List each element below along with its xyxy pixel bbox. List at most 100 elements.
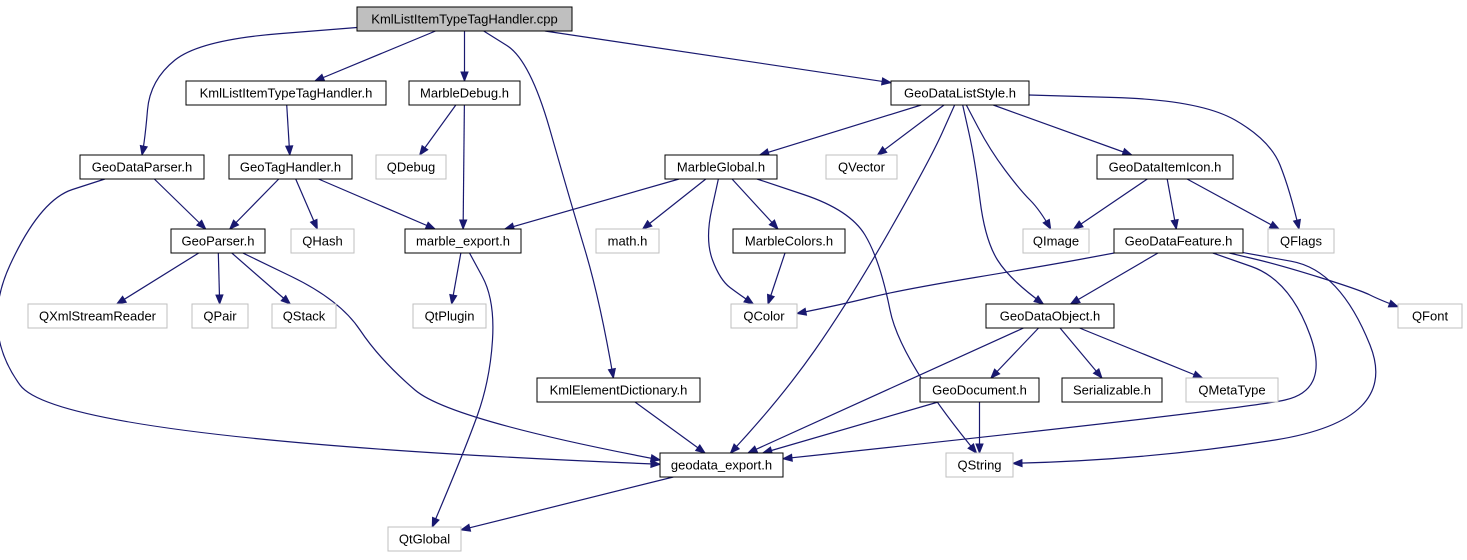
- edge-gdoc-to-gexp: [761, 401, 939, 455]
- edge-arrowhead: [607, 367, 616, 380]
- node-qdebug[interactable]: QDebug: [375, 154, 447, 180]
- node-box: [185, 80, 387, 106]
- edge-arrowhead: [1092, 368, 1103, 380]
- edge-line: [634, 401, 706, 454]
- edge-gdls-to-qvector: [876, 104, 945, 156]
- edge-arrowhead: [458, 219, 468, 231]
- edge-arrowhead: [649, 454, 662, 463]
- node-qflags[interactable]: QFlags: [1267, 228, 1335, 254]
- edge-arrowhead: [766, 293, 776, 306]
- edge-line: [141, 26, 358, 156]
- edge-line: [782, 252, 1317, 460]
- node-gdii[interactable]: GeoDataItemIcon.h: [1096, 154, 1234, 180]
- node-math[interactable]: math.h: [595, 228, 660, 254]
- edge-arrowhead: [418, 144, 429, 157]
- edge-line: [642, 178, 707, 230]
- node-box: [404, 228, 522, 254]
- edge-line: [0, 178, 661, 465]
- edge-gdii-to-gdf: [1166, 178, 1179, 231]
- node-qxml[interactable]: QXmlStreamReader: [27, 303, 168, 329]
- edge-gparser-to-qstack: [231, 252, 292, 305]
- edge-line: [731, 178, 779, 230]
- edge-line: [962, 104, 1044, 305]
- node-qimage[interactable]: QImage: [1022, 228, 1090, 254]
- node-qmeta[interactable]: QMetaType: [1185, 377, 1279, 403]
- edge-arrowhead: [781, 453, 793, 462]
- node-box: [191, 303, 249, 329]
- edge-gth-to-qhash: [295, 178, 318, 231]
- node-box: [664, 154, 778, 180]
- node-box: [356, 6, 573, 32]
- edge-arrowhead: [1121, 147, 1134, 156]
- node-box: [412, 303, 487, 329]
- edge-gdo-to-ser: [1059, 327, 1103, 380]
- edge-gdls-to-gdo: [962, 104, 1045, 305]
- node-label: GeoDataFeature.h: [1125, 234, 1233, 249]
- node-box: [271, 303, 337, 329]
- node-klh[interactable]: KmlListItemTypeTagHandler.h: [185, 80, 387, 106]
- node-root[interactable]: KmlListItemTypeTagHandler.cpp: [356, 6, 573, 32]
- node-label: QXmlStreamReader: [39, 309, 157, 324]
- edge-line: [1073, 178, 1148, 230]
- node-gdp[interactable]: GeoDataParser.h: [79, 154, 205, 180]
- node-qpair[interactable]: QPair: [191, 303, 249, 329]
- edge-mglob-to-qstring: [756, 178, 978, 455]
- node-gexp[interactable]: geodata_export.h: [659, 452, 784, 478]
- edge-gparser-to-qpair: [215, 252, 224, 306]
- node-mdbg[interactable]: MarbleDebug.h: [408, 80, 521, 106]
- nodes-layer: KmlListItemTypeTagHandler.cppKmlListItem…: [27, 6, 1463, 552]
- edge-line: [431, 252, 494, 528]
- node-qstack[interactable]: QStack: [271, 303, 337, 329]
- edge-gdls-to-qimage: [965, 104, 1052, 231]
- node-label: GeoParser.h: [182, 234, 255, 249]
- edge-gdii-to-qflags: [1186, 178, 1281, 230]
- node-qvector[interactable]: QVector: [825, 154, 898, 180]
- node-label: QHash: [302, 234, 342, 249]
- node-qstring[interactable]: QString: [945, 452, 1014, 478]
- node-qcolor[interactable]: QColor: [730, 303, 798, 329]
- node-qtplugin[interactable]: QtPlugin: [412, 303, 487, 329]
- edge-line: [153, 178, 207, 230]
- node-gdf[interactable]: GeoDataFeature.h: [1113, 228, 1244, 254]
- edge-mdbg-to-qdebug: [418, 104, 457, 157]
- edge-line: [229, 178, 280, 230]
- edge-arrowhead: [967, 442, 978, 455]
- node-gdo[interactable]: GeoDataObject.h: [985, 303, 1115, 329]
- node-box: [408, 80, 521, 106]
- node-ser[interactable]: Serializable.h: [1061, 377, 1163, 403]
- edge-arrowhead: [1170, 218, 1179, 231]
- edge-line: [965, 104, 1052, 230]
- node-label: KmlElementDictionary.h: [550, 383, 688, 398]
- edge-root-to-klh: [313, 30, 436, 82]
- edge-arrowhead: [880, 77, 893, 86]
- node-gdoc[interactable]: GeoDocument.h: [919, 377, 1040, 403]
- node-qfont[interactable]: QFont: [1397, 303, 1463, 329]
- node-label: KmlListItemTypeTagHandler.h: [200, 86, 373, 101]
- node-gth[interactable]: GeoTagHandler.h: [228, 154, 353, 180]
- node-label: MarbleGlobal.h: [677, 160, 765, 175]
- node-ked[interactable]: KmlElementDictionary.h: [536, 377, 701, 403]
- node-box: [659, 452, 784, 478]
- edge-line: [419, 104, 457, 156]
- node-label: QFont: [1412, 309, 1449, 324]
- node-qtglobal[interactable]: QtGlobal: [387, 526, 462, 552]
- edge-line: [707, 178, 754, 305]
- node-mcolors[interactable]: MarbleColors.h: [732, 228, 846, 254]
- node-gdls[interactable]: GeoDataListStyle.h: [890, 80, 1030, 106]
- edge-arrowhead: [743, 295, 755, 305]
- edge-arrowhead: [1192, 370, 1204, 379]
- node-qhash[interactable]: QHash: [290, 228, 355, 254]
- node-label: QMetaType: [1198, 383, 1265, 398]
- edge-arrowhead: [449, 293, 458, 306]
- node-gparser[interactable]: GeoParser.h: [170, 228, 266, 254]
- edge-gdp-to-gexp: [0, 178, 662, 469]
- node-mexp[interactable]: marble_export.h: [404, 228, 522, 254]
- edge-mcolors-to-qcolor: [766, 252, 786, 306]
- node-box: [290, 228, 355, 254]
- node-mglob[interactable]: MarbleGlobal.h: [664, 154, 778, 180]
- node-label: QDebug: [387, 160, 435, 175]
- edge-line: [462, 104, 465, 230]
- edge-line: [231, 252, 291, 305]
- edge-arrowhead: [1072, 220, 1084, 230]
- edge-klh-to-gth: [284, 104, 294, 157]
